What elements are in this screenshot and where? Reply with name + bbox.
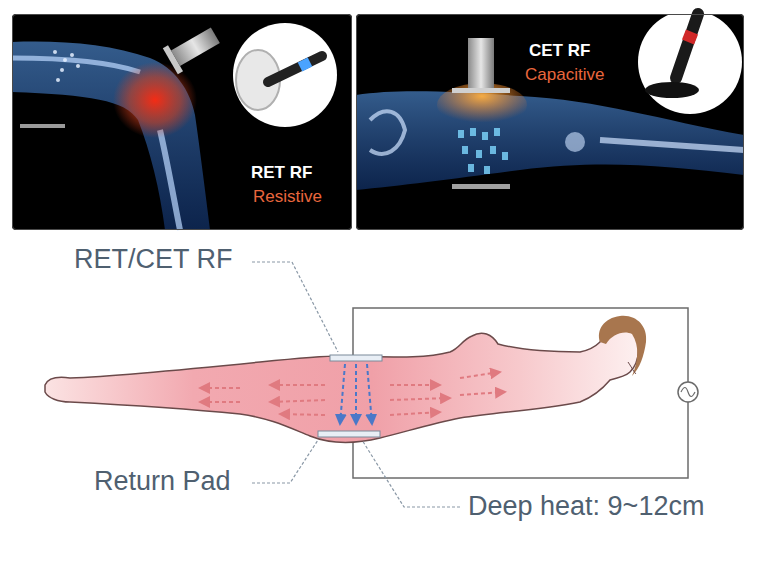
device-mode: Resistive bbox=[253, 187, 322, 207]
image-panel: CET RF Capacitive bbox=[356, 14, 744, 230]
callout-label: Return Pad bbox=[94, 465, 231, 497]
device-mode: Capacitive bbox=[525, 65, 604, 85]
device-name: CET RF bbox=[529, 41, 590, 61]
device-name: RET RF bbox=[251, 163, 312, 183]
callout-label: Deep heat: 9~12cm bbox=[468, 490, 704, 522]
image-panel: RET RF Resistive bbox=[12, 14, 352, 230]
callout-label: RET/CET RF bbox=[74, 243, 233, 275]
